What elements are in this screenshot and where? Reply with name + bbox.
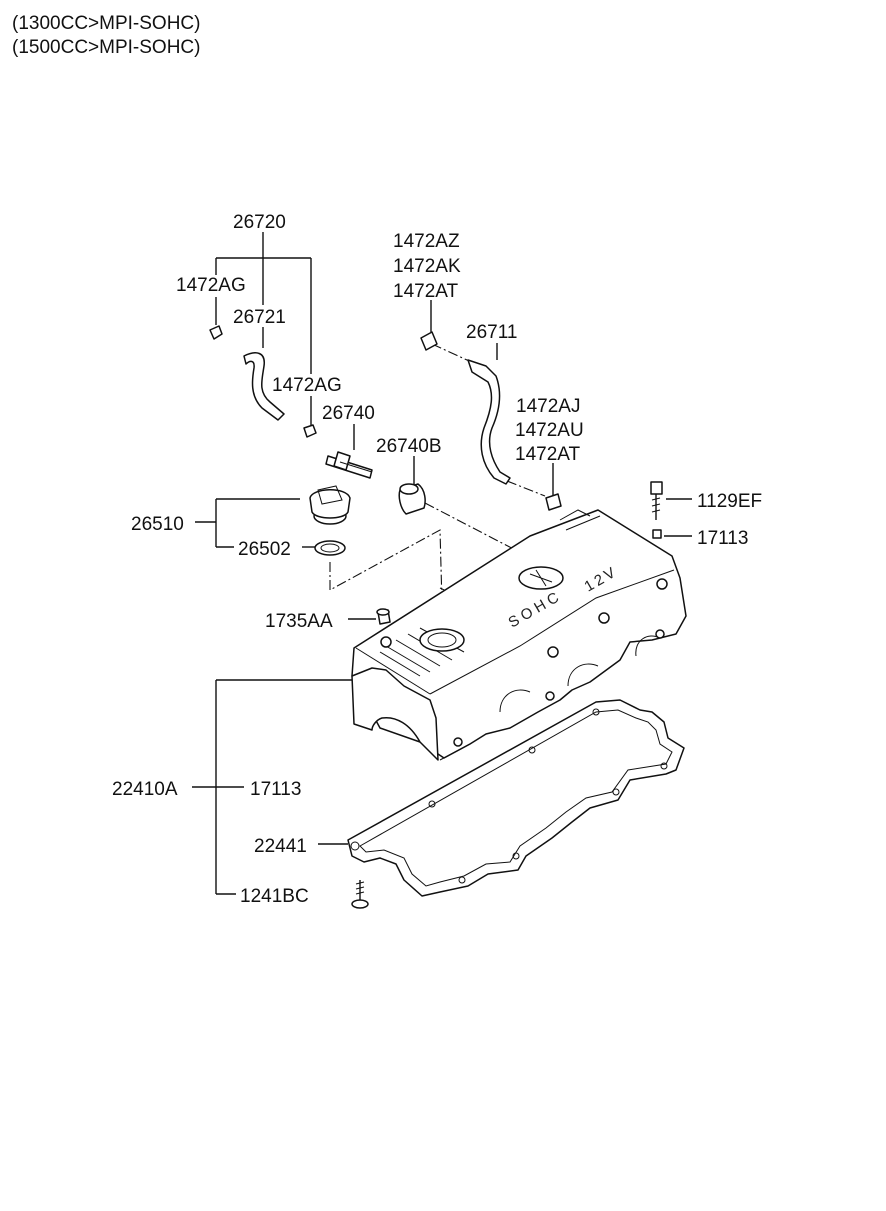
label-26721: 26721 [233,307,286,328]
breather-hose-26721 [243,352,285,421]
label-1472AK: 1472AK [393,256,461,277]
label-1472AZ: 1472AZ [393,231,460,252]
label-26720: 26720 [233,212,286,233]
pcv-valve-26740 [325,451,373,479]
label-17113-b: 17113 [250,779,301,800]
seal-icon-17113 [652,529,662,539]
label-22410A: 22410A [112,779,178,800]
label-1472AT-a: 1472AT [393,281,459,302]
label-1472AU: 1472AU [515,420,584,441]
label-22441: 22441 [254,836,307,857]
hose-clamp-icon-1472AT-bottom [545,493,562,511]
oil-filler-cap-26510 [309,485,351,525]
hose-clamp-icon-1472AG-a [209,325,223,340]
label-1472AT-b: 1472AT [515,444,581,465]
grommet-26740B [398,483,426,515]
label-1472AG-a: 1472AG [176,275,246,296]
label-26502: 26502 [238,539,291,560]
rocker-cover-gasket-22441 [347,699,685,897]
bolt-icon-1129EF [650,481,663,520]
label-26740B: 26740B [376,436,442,457]
label-1129EF: 1129EF [697,491,762,512]
cap-gasket-26502 [314,540,346,556]
label-1472AJ: 1472AJ [516,396,580,417]
label-1472AG-b: 1472AG [272,375,342,396]
label-17113-a: 17113 [697,528,748,549]
header-line-1: (1300CC>MPI-SOHC) [12,13,201,34]
label-26740: 26740 [322,403,375,424]
hose-clamp-icon-1472AG-b [303,424,317,438]
label-26711: 26711 [466,322,517,343]
label-26510: 26510 [131,514,184,535]
breather-hose-26711 [467,359,511,485]
label-1241BC: 1241BC [240,886,309,907]
leader-lines [192,232,692,895]
part-labels: 26720 1472AG 26721 1472AG 26740 26740B 1… [112,212,762,907]
header-line-2: (1500CC>MPI-SOHC) [12,37,201,58]
label-1735AA: 1735AA [265,611,333,632]
plug-icon-1735AA [376,608,391,625]
rocker-cover-22410A: SOHC 12V [351,509,687,761]
hose-clamp-icon-1472AT-top [420,331,438,351]
bolt-icon-1241BC [351,880,369,909]
